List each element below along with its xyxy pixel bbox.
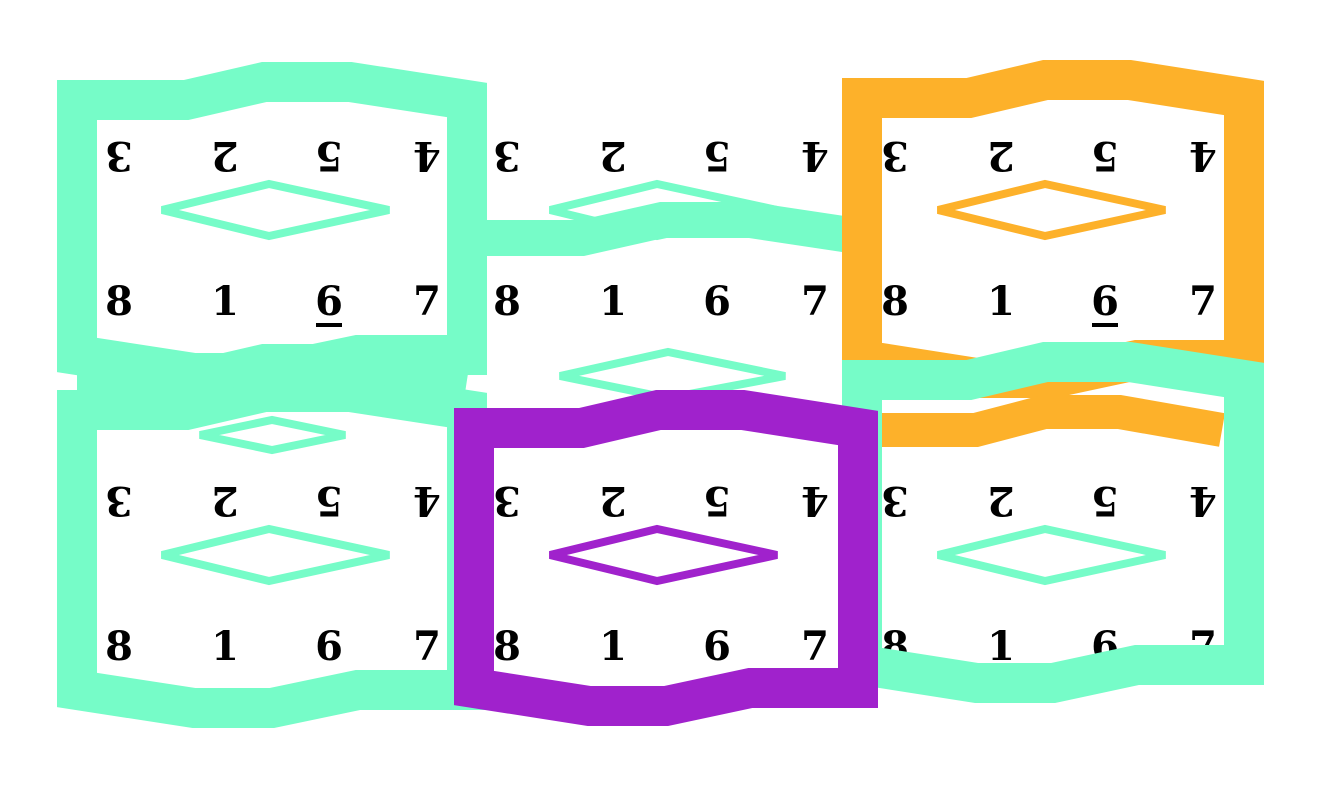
aqua-frame [842, 342, 1264, 703]
bottom-digit: 7 [1189, 278, 1217, 325]
top-digit: 5 [315, 477, 343, 524]
top-digit: 4 [801, 477, 829, 524]
card[interactable]: 3 2 5 4 8 1 6 7 [493, 132, 829, 325]
purple-frame [454, 390, 878, 726]
aqua-connector [77, 344, 470, 398]
top-digit: 4 [801, 132, 829, 179]
diamond-symbol [937, 179, 1166, 241]
top-digit: 5 [1091, 477, 1119, 524]
top-digit: 5 [703, 477, 731, 524]
top-digit: 2 [987, 477, 1015, 524]
bottom-digit: 7 [801, 278, 829, 325]
frames-over-layer [454, 60, 1264, 726]
digit-underline [316, 323, 342, 327]
top-digit: 3 [881, 132, 909, 179]
card[interactable]: 3 2 5 4 8 1 6 7 [493, 477, 829, 670]
top-digit: 5 [1091, 132, 1119, 179]
top-digit: 3 [105, 477, 133, 524]
digit-underline [1092, 323, 1118, 327]
aqua-frame [57, 372, 487, 728]
bottom-digit: 7 [413, 278, 441, 325]
cards-layer: 3 2 5 4 8 1 6 7 3 2 5 4 8 1 6 7 3 2 5 4 8 1 6 7 3 2 5 4 8 1 6 7 3 2 5 4 8 1 6 7… [105, 132, 1217, 670]
card[interactable]: 3 2 5 4 8 1 6 7 [105, 477, 441, 670]
top-digit: 2 [599, 477, 627, 524]
bottom-digit: 6 [315, 278, 343, 325]
bottom-digit: 6 [315, 623, 343, 670]
top-digit: 5 [315, 132, 343, 179]
diamond-symbol [161, 524, 390, 586]
aqua-frame [57, 62, 487, 393]
aqua-connector [470, 202, 873, 256]
top-digit: 3 [493, 477, 521, 524]
top-digit: 2 [987, 132, 1015, 179]
diamond-symbol [559, 347, 786, 403]
top-digit: 4 [413, 132, 441, 179]
bottom-digit: 1 [987, 278, 1015, 325]
top-digit: 2 [211, 477, 239, 524]
top-digit: 2 [211, 132, 239, 179]
bottom-digit: 8 [493, 278, 521, 325]
bottom-digit: 8 [493, 623, 521, 670]
bottom-digit: 6 [703, 278, 731, 325]
top-digit: 3 [105, 132, 133, 179]
diamond-symbol [549, 179, 778, 241]
top-digit: 2 [599, 132, 627, 179]
card[interactable]: 3 2 5 4 8 1 6 7 [105, 132, 441, 327]
diamond-symbol [161, 179, 390, 241]
card[interactable]: 3 2 5 4 8 1 6 7 [881, 132, 1217, 327]
diamond-symbol [199, 415, 346, 455]
bottom-digit: 7 [801, 623, 829, 670]
bottom-digit: 7 [413, 623, 441, 670]
bottom-digit: 1 [987, 623, 1015, 670]
bottom-digit: 6 [703, 623, 731, 670]
top-digit: 4 [1189, 477, 1217, 524]
bottom-digit: 1 [599, 623, 627, 670]
bottom-digit: 8 [105, 278, 133, 325]
orange-connector [880, 395, 1225, 447]
bottom-digit: 6 [1091, 278, 1119, 325]
bottom-digit: 8 [881, 278, 909, 325]
bottom-digit: 1 [599, 278, 627, 325]
bottom-digit: 8 [105, 623, 133, 670]
bottom-digit: 1 [211, 278, 239, 325]
orange-frame [842, 60, 1264, 398]
top-digit: 3 [881, 477, 909, 524]
diamond-symbol [549, 524, 778, 586]
top-digit: 5 [703, 132, 731, 179]
bottom-digit: 1 [211, 623, 239, 670]
top-digit: 3 [493, 132, 521, 179]
diamond-symbol [937, 524, 1166, 586]
top-digit: 4 [413, 477, 441, 524]
top-digit: 4 [1189, 132, 1217, 179]
